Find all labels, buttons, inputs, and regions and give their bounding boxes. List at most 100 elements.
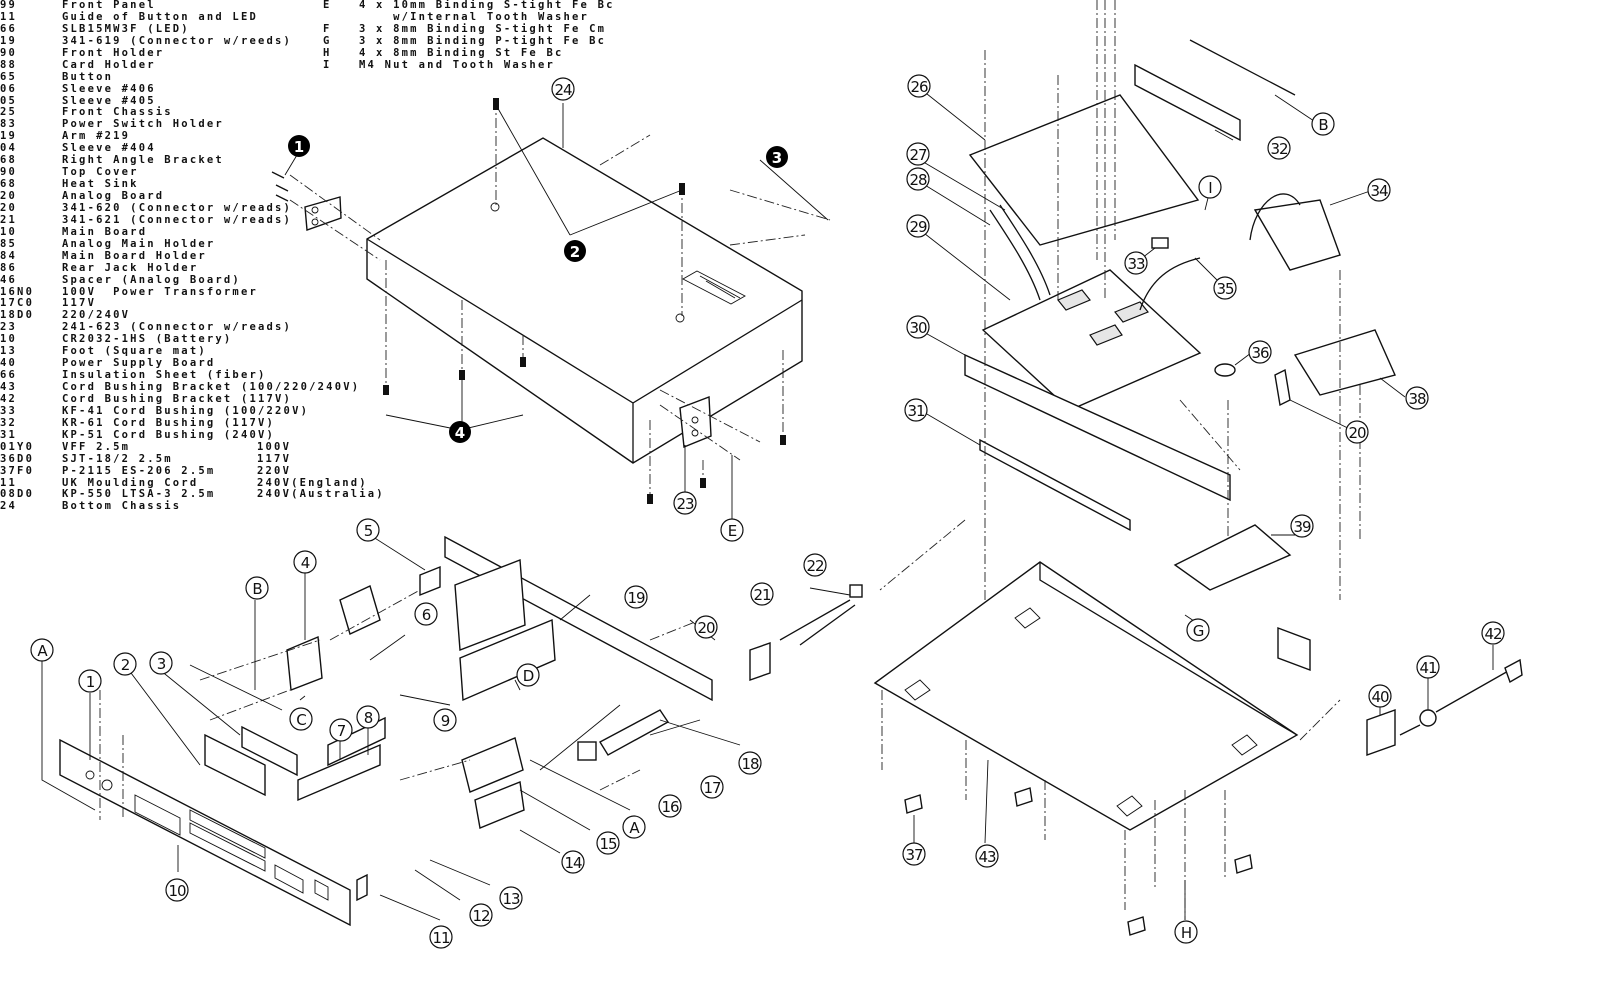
part-code: 66	[0, 370, 18, 382]
callout-label: 2	[121, 656, 130, 674]
card-connector	[461, 737, 524, 793]
callout-circle	[165, 878, 189, 902]
part-code: 17C0	[0, 298, 35, 310]
callout-label: 12	[472, 907, 490, 925]
part-code: 68	[0, 155, 18, 167]
callout-label: 21	[753, 586, 771, 604]
callout-label: 10	[168, 882, 186, 900]
callout-circle	[499, 886, 523, 910]
main-board	[981, 269, 1202, 411]
callout-circle	[624, 585, 648, 609]
part-name: Analog Board	[62, 190, 165, 202]
fastener-desc: 3 x 8mm Binding S-tight Fe Cm	[359, 22, 607, 35]
insulation-sheet	[1173, 524, 1292, 591]
part-code: 85	[0, 238, 18, 250]
part-code: 99	[0, 0, 18, 11]
part-name: Card Holder	[62, 58, 156, 71]
part-name: 220/240V	[62, 309, 131, 322]
part-code: 25	[0, 107, 18, 119]
callout-label: 6	[422, 606, 431, 624]
part-code: 20	[0, 191, 18, 202]
callout-circle	[803, 553, 827, 577]
step-number: 4	[455, 424, 465, 442]
part-name: Bottom Chassis	[62, 500, 182, 513]
callout-label: 34	[1370, 182, 1388, 200]
callout-circle	[516, 663, 540, 687]
part-name: KP-550 LTSA-3 2.5m	[62, 488, 216, 501]
callout-label: A	[37, 642, 48, 660]
part-name: Sleeve #404	[62, 142, 156, 155]
callout-label: 22	[806, 557, 824, 575]
callout-circle	[673, 491, 697, 515]
part-code: 84	[0, 250, 18, 262]
callout-circle	[906, 214, 930, 238]
screw-icon	[271, 171, 289, 202]
part-name: Heat Sink	[62, 178, 139, 191]
part-name: 341-620 (Connector w/reads)	[62, 201, 293, 214]
cord-bushing	[1419, 709, 1437, 727]
callout-circle	[906, 142, 930, 166]
top-cover-assembly	[271, 98, 831, 520]
part-code: 04	[0, 143, 18, 155]
callout-circle	[1367, 178, 1391, 202]
callout-circle	[356, 705, 380, 729]
part-name: KR-61 Cord Bushing (117V)	[62, 416, 276, 429]
power-switch-holder	[286, 635, 323, 691]
part-name: VFF 2.5m	[62, 440, 131, 453]
part-name: Cord Bushing Bracket (100/220/240V)	[62, 381, 361, 393]
callout-label: 4	[301, 554, 310, 572]
left-rack-bracket	[304, 196, 342, 231]
analog-board	[968, 94, 1200, 246]
foot-pad	[1127, 916, 1146, 936]
part-name: Main Board	[62, 225, 148, 238]
callout-label: D	[523, 667, 534, 685]
callout-circle	[469, 903, 493, 927]
part-code: 83	[0, 119, 18, 131]
callout-label: 13	[502, 890, 520, 908]
spacer	[1151, 237, 1169, 249]
screw-icon	[780, 435, 786, 445]
callout-label: 5	[364, 522, 373, 540]
power-supply-board	[1293, 329, 1396, 396]
part-name: 341-619 (Connector w/reeds)	[62, 34, 293, 47]
callout-circle	[907, 74, 931, 98]
foot-pad	[1234, 854, 1253, 874]
screw-icon	[700, 478, 706, 488]
part-code: 66	[0, 23, 18, 35]
part-code: 43	[0, 382, 18, 393]
callout-circle	[78, 669, 102, 693]
part-voltage: 240V(Australia)	[257, 488, 385, 501]
callout-circle	[694, 615, 718, 639]
callout-label: 41	[1419, 659, 1437, 677]
callout-circle	[1267, 136, 1291, 160]
foot-pad	[904, 794, 923, 814]
button-board	[459, 618, 556, 702]
part-name: Rear Jack Holder	[62, 261, 199, 274]
part-name: Foot (Square mat)	[62, 345, 207, 358]
screw-icon	[647, 494, 653, 504]
power-knob	[849, 584, 863, 598]
callout-circle	[30, 638, 54, 662]
bottom-chassis-assembly	[873, 524, 1523, 936]
callout-label: 24	[554, 81, 572, 99]
part-code: 11	[0, 477, 18, 489]
